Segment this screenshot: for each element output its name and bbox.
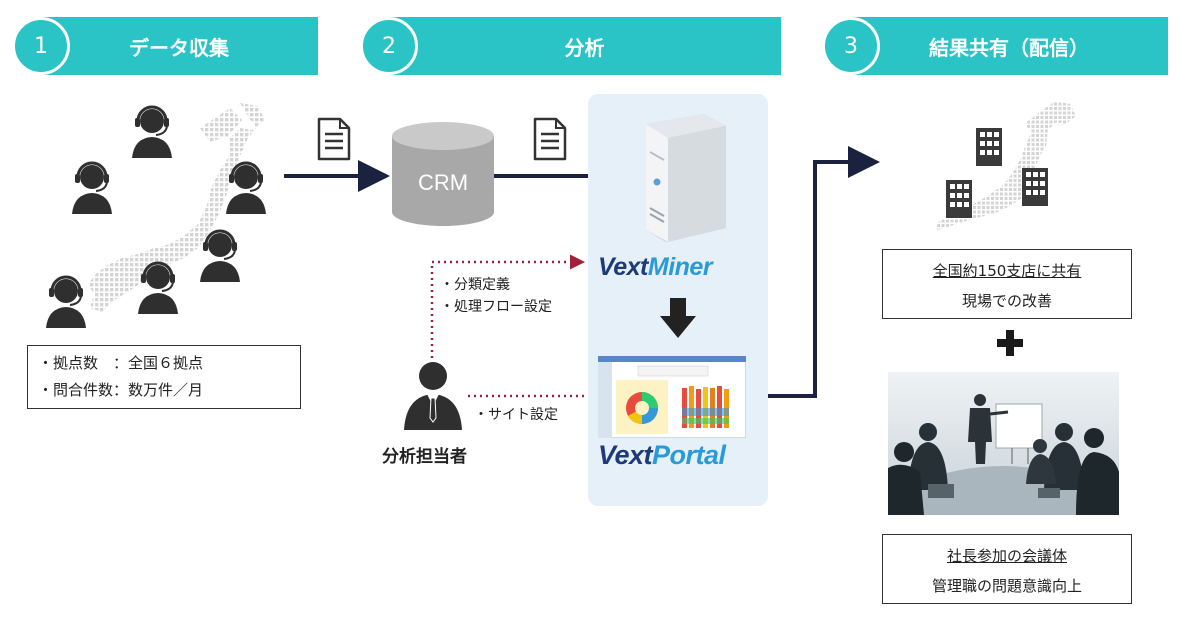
step-1-header: データ収集 (40, 17, 318, 75)
vext-portal-logo: VextPortal (598, 440, 726, 471)
inquiry-count-text: ・問合件数：数万件／月 (38, 381, 204, 399)
dotted-line-analyst-to-miner (430, 254, 585, 358)
server-icon (646, 114, 726, 242)
dashboard-screenshot (598, 356, 746, 438)
collection-stats-box: ・拠点数 ：全国６拠点 ・問合件数：数万件／月 (27, 345, 301, 409)
step-3-number-text: 3 (844, 33, 858, 59)
japan-map-icon (936, 101, 1076, 230)
database-icon (392, 122, 494, 226)
building-icon (946, 180, 972, 218)
step-2-header: 分析 (388, 17, 781, 75)
down-arrow-icon (660, 298, 696, 338)
executive-meeting-subtitle: 管理職の問題意識向上 (931, 577, 1082, 595)
executive-meeting-box: 社長参加の会議体 管理職の問題意識向上 (882, 534, 1132, 604)
plus-icon (997, 330, 1023, 356)
analyst-task-site: ・サイト設定 (474, 407, 558, 423)
vext-portal-logo-word2: Portal (652, 440, 726, 470)
vext-miner-logo-word2: Miner (647, 253, 713, 281)
headset-operator-icon (46, 275, 86, 328)
analyst-label: 分析担当者 (382, 447, 467, 467)
executive-meeting-title: 社長参加の会議体 (946, 547, 1067, 565)
step-1-number: 1 (12, 17, 70, 75)
step-2-title: 分析 (564, 35, 605, 60)
step-3-header: 結果共有（配信） (850, 17, 1168, 75)
vext-miner-logo: VextMiner (598, 253, 713, 282)
headset-operator-icon (138, 261, 178, 314)
japan-map-icon (88, 103, 265, 312)
step-1-number-text: 1 (34, 33, 48, 59)
headset-operator-icon (200, 229, 240, 282)
branch-share-subtitle: 現場での改善 (961, 292, 1052, 310)
businessman-icon (404, 362, 462, 430)
meeting-photo (888, 372, 1119, 515)
headset-operator-icon (226, 161, 266, 214)
analyst-task-flow: ・処理フロー設定 (440, 299, 552, 315)
headset-operator-icon (72, 161, 112, 214)
branch-share-box: 全国約150支店に共有 現場での改善 (882, 249, 1132, 319)
step-2-number-text: 2 (382, 33, 396, 59)
step-1-title: データ収集 (129, 35, 229, 60)
document-icon (317, 117, 351, 161)
crm-label: CRM (417, 170, 469, 195)
step-3-title: 結果共有（配信） (929, 35, 1089, 60)
step-2-number: 2 (360, 17, 418, 75)
branch-share-title: 全国約150支店に共有 (932, 262, 1082, 280)
step-3-number: 3 (822, 17, 880, 75)
analyst-task-classification: ・分類定義 (440, 277, 510, 293)
document-icon (533, 117, 567, 161)
headset-operator-icon (132, 105, 172, 158)
vext-portal-logo-word1: Vext (598, 440, 653, 470)
building-icon (976, 128, 1002, 166)
vext-miner-logo-word1: Vext (598, 253, 648, 281)
building-icon (1022, 168, 1048, 206)
locations-count-text: ・拠点数 ：全国６拠点 (38, 354, 204, 372)
arrow-portal-to-share (744, 146, 880, 398)
